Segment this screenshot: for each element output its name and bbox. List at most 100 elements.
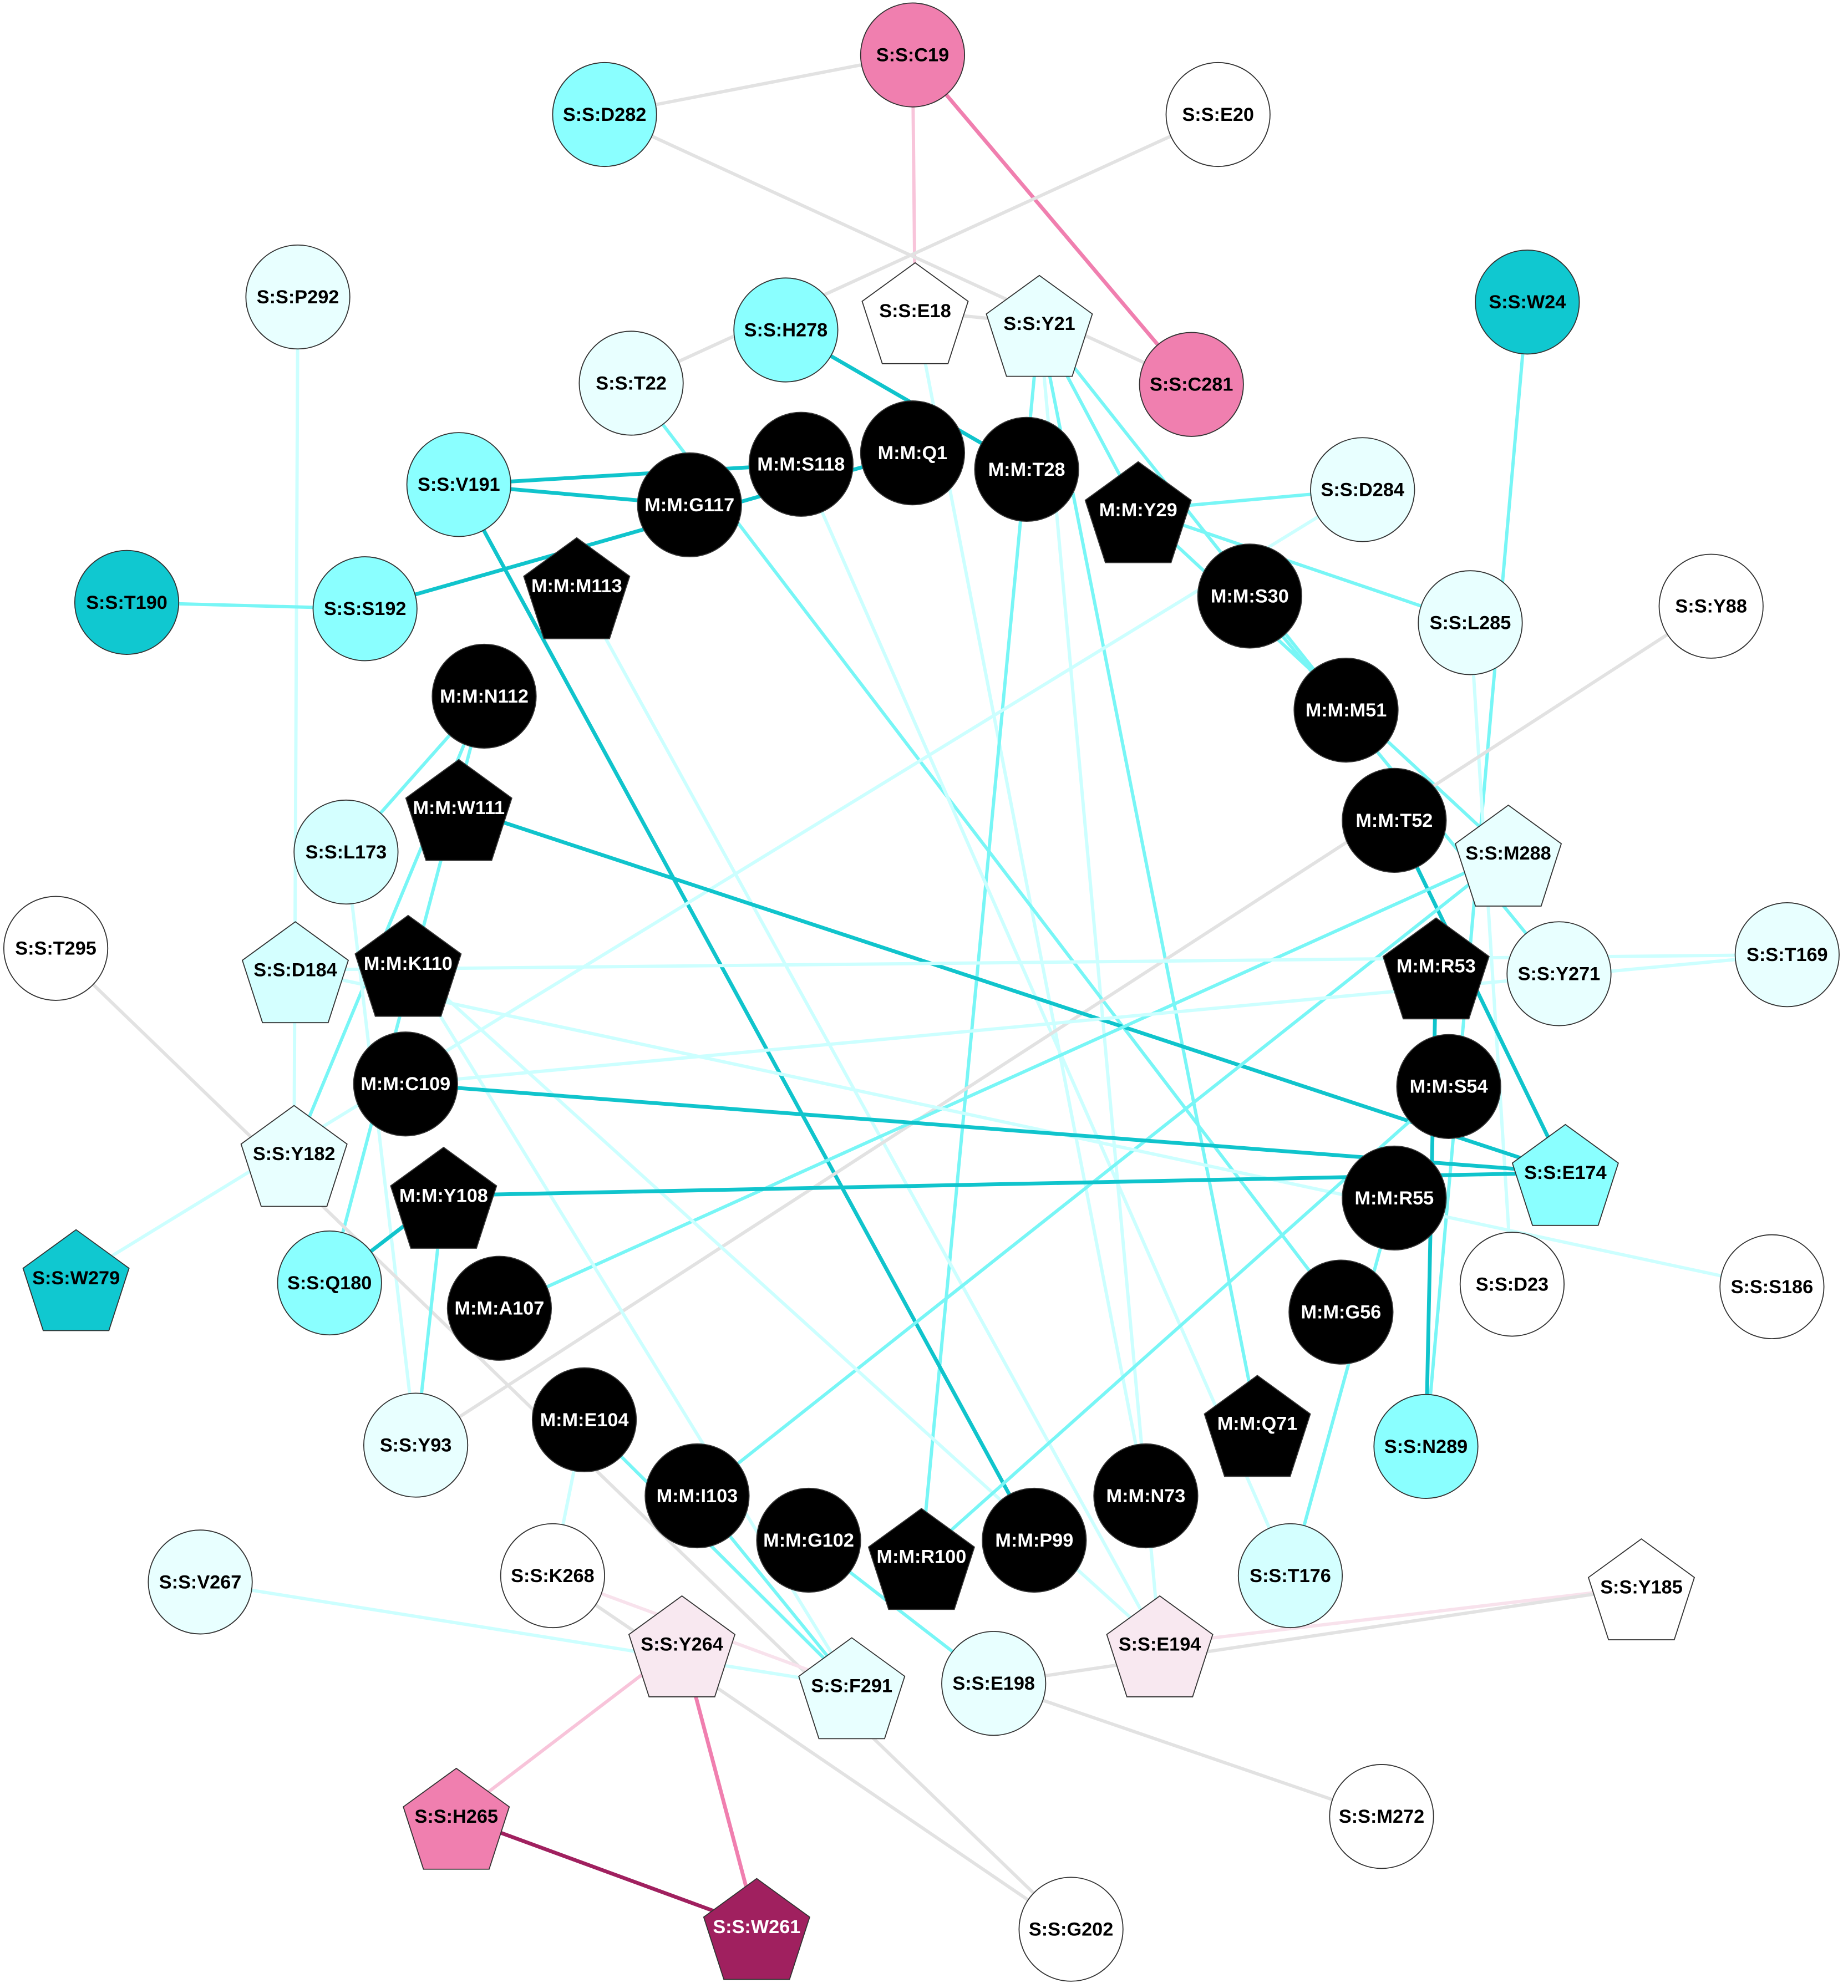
node-m-m-m51[interactable]: M:M:M51 xyxy=(1293,657,1399,763)
node-m-m-t28[interactable]: M:M:T28 xyxy=(974,416,1079,522)
node-m-m-s118[interactable]: M:M:S118 xyxy=(748,411,854,517)
node-s-s-d184[interactable]: S:S:D184 xyxy=(241,921,349,1024)
pentagon-node-shape xyxy=(628,1595,736,1697)
node-m-m-c109[interactable]: M:M:C109 xyxy=(353,1031,458,1137)
circle-node-shape xyxy=(1342,1145,1447,1251)
node-label: S:S:T169 xyxy=(1747,944,1828,965)
node-s-s-d284[interactable]: S:S:D284 xyxy=(1310,437,1415,542)
node-label: S:S:S192 xyxy=(324,598,407,619)
node-s-s-t190[interactable]: S:S:T190 xyxy=(74,550,180,655)
node-s-s-e20[interactable]: S:S:E20 xyxy=(1165,62,1271,167)
node-s-s-t169[interactable]: S:S:T169 xyxy=(1734,902,1840,1008)
circle-node-shape xyxy=(1293,657,1399,763)
node-label: M:M:G117 xyxy=(644,495,734,516)
node-s-s-t176[interactable]: S:S:T176 xyxy=(1237,1523,1343,1629)
node-s-s-d23[interactable]: S:S:D23 xyxy=(1459,1232,1565,1337)
node-label: M:M:Y108 xyxy=(399,1185,488,1206)
circle-node-shape xyxy=(1018,1877,1124,1982)
node-label: S:S:M288 xyxy=(1465,843,1551,864)
node-label: S:S:Y21 xyxy=(1003,313,1075,334)
node-s-s-e174[interactable]: S:S:E174 xyxy=(1511,1123,1619,1226)
node-s-s-y88[interactable]: S:S:Y88 xyxy=(1658,553,1764,659)
node-label: S:S:C281 xyxy=(1150,374,1233,395)
edge-m-m-t52-s-s-e174 xyxy=(1392,819,1567,1174)
node-label: M:M:E104 xyxy=(540,1410,629,1431)
node-s-s-v191[interactable]: S:S:V191 xyxy=(406,432,511,537)
node-s-s-e194[interactable]: S:S:E194 xyxy=(1106,1595,1214,1697)
node-m-m-i103[interactable]: M:M:I103 xyxy=(644,1443,750,1549)
node-m-m-g102[interactable]: M:M:G102 xyxy=(756,1487,861,1593)
node-s-s-y182[interactable]: S:S:Y182 xyxy=(240,1105,348,1207)
node-s-s-l285[interactable]: S:S:L285 xyxy=(1418,570,1523,675)
node-s-s-c281[interactable]: S:S:C281 xyxy=(1139,332,1244,437)
node-s-s-c19[interactable]: S:S:C19 xyxy=(860,2,966,108)
node-s-s-n289[interactable]: S:S:N289 xyxy=(1373,1394,1479,1499)
node-label: S:S:M272 xyxy=(1339,1806,1424,1827)
node-s-s-q180[interactable]: S:S:Q180 xyxy=(277,1230,382,1336)
node-m-m-w111[interactable]: M:M:W111 xyxy=(405,759,512,861)
node-s-s-y21[interactable]: S:S:Y21 xyxy=(986,274,1093,377)
circle-node-shape xyxy=(353,1031,458,1137)
circle-node-shape xyxy=(1719,1234,1825,1340)
node-s-s-l173[interactable]: S:S:L173 xyxy=(293,799,399,905)
node-label: S:S:Y93 xyxy=(380,1435,451,1456)
node-s-s-y264[interactable]: S:S:Y264 xyxy=(628,1595,736,1697)
pentagon-node-shape xyxy=(1106,1595,1214,1697)
node-m-m-s54[interactable]: M:M:S54 xyxy=(1396,1034,1501,1139)
node-s-s-g202[interactable]: S:S:G202 xyxy=(1018,1877,1124,1982)
node-m-m-q71[interactable]: M:M:Q71 xyxy=(1204,1375,1311,1477)
circle-node-shape xyxy=(1310,437,1415,542)
node-s-s-k268[interactable]: S:S:K268 xyxy=(500,1523,606,1629)
node-s-s-y185[interactable]: S:S:Y185 xyxy=(1587,1538,1695,1641)
node-label: S:S:V267 xyxy=(159,1572,242,1593)
node-m-m-p99[interactable]: M:M:P99 xyxy=(982,1487,1087,1593)
node-s-s-t22[interactable]: S:S:T22 xyxy=(578,331,684,436)
node-s-s-y93[interactable]: S:S:Y93 xyxy=(363,1392,469,1498)
node-m-m-s30[interactable]: M:M:S30 xyxy=(1197,543,1302,649)
node-s-s-h278[interactable]: S:S:H278 xyxy=(733,277,839,383)
edge-s-s-p292-s-s-y182 xyxy=(292,297,300,1154)
edge-s-s-y21-m-m-q71 xyxy=(1038,323,1259,1424)
node-s-s-p292[interactable]: S:S:P292 xyxy=(245,244,351,350)
node-label: S:S:F291 xyxy=(811,1676,892,1697)
node-label: S:S:L285 xyxy=(1430,612,1511,633)
node-s-s-m288[interactable]: S:S:M288 xyxy=(1454,804,1562,907)
node-s-s-w24[interactable]: S:S:W24 xyxy=(1475,250,1580,355)
node-m-m-k110[interactable]: M:M:K110 xyxy=(354,914,462,1017)
node-m-m-n112[interactable]: M:M:N112 xyxy=(431,643,537,749)
edge-s-s-c19-s-s-c281 xyxy=(911,53,1193,386)
node-m-m-e104[interactable]: M:M:E104 xyxy=(531,1367,637,1472)
node-m-m-n73[interactable]: M:M:N73 xyxy=(1093,1443,1199,1549)
node-m-m-y108[interactable]: M:M:Y108 xyxy=(390,1146,497,1249)
node-m-m-m113[interactable]: M:M:M113 xyxy=(523,537,631,639)
node-m-m-r53[interactable]: M:M:R53 xyxy=(1382,917,1490,1020)
circle-node-shape xyxy=(1197,543,1302,649)
node-s-s-e18[interactable]: S:S:E18 xyxy=(861,262,969,364)
node-s-s-s192[interactable]: S:S:S192 xyxy=(312,556,418,662)
node-s-s-d282[interactable]: S:S:D282 xyxy=(552,62,657,167)
node-m-m-a107[interactable]: M:M:A107 xyxy=(446,1255,552,1361)
node-s-s-y271[interactable]: S:S:Y271 xyxy=(1506,921,1612,1026)
node-s-s-t295[interactable]: S:S:T295 xyxy=(3,896,109,1001)
node-m-m-g117[interactable]: M:M:G117 xyxy=(637,452,742,557)
node-s-s-f291[interactable]: S:S:F291 xyxy=(798,1637,906,1740)
node-s-s-h265[interactable]: S:S:H265 xyxy=(403,1767,510,1870)
node-m-m-q1[interactable]: M:M:Q1 xyxy=(860,400,966,506)
node-m-m-t52[interactable]: M:M:T52 xyxy=(1342,767,1447,873)
node-s-s-w261[interactable]: S:S:W261 xyxy=(703,1878,810,1980)
pentagon-node-shape xyxy=(405,759,512,861)
node-label: M:M:C109 xyxy=(361,1074,450,1095)
pentagon-node-shape xyxy=(1204,1375,1311,1477)
node-label: S:S:G202 xyxy=(1029,1919,1113,1940)
node-m-m-r55[interactable]: M:M:R55 xyxy=(1342,1145,1447,1251)
node-s-s-s186[interactable]: S:S:S186 xyxy=(1719,1234,1825,1340)
circle-node-shape xyxy=(637,452,742,557)
node-m-m-y29[interactable]: M:M:Y29 xyxy=(1084,461,1192,563)
node-s-s-m272[interactable]: S:S:M272 xyxy=(1329,1764,1434,1869)
node-s-s-w279[interactable]: S:S:W279 xyxy=(22,1229,130,1331)
node-label: S:S:T190 xyxy=(86,592,167,613)
node-s-s-e198[interactable]: S:S:E198 xyxy=(941,1631,1047,1736)
node-m-m-g56[interactable]: M:M:G56 xyxy=(1288,1259,1394,1365)
node-m-m-r100[interactable]: M:M:R100 xyxy=(867,1508,976,1610)
node-s-s-v267[interactable]: S:S:V267 xyxy=(148,1529,253,1635)
